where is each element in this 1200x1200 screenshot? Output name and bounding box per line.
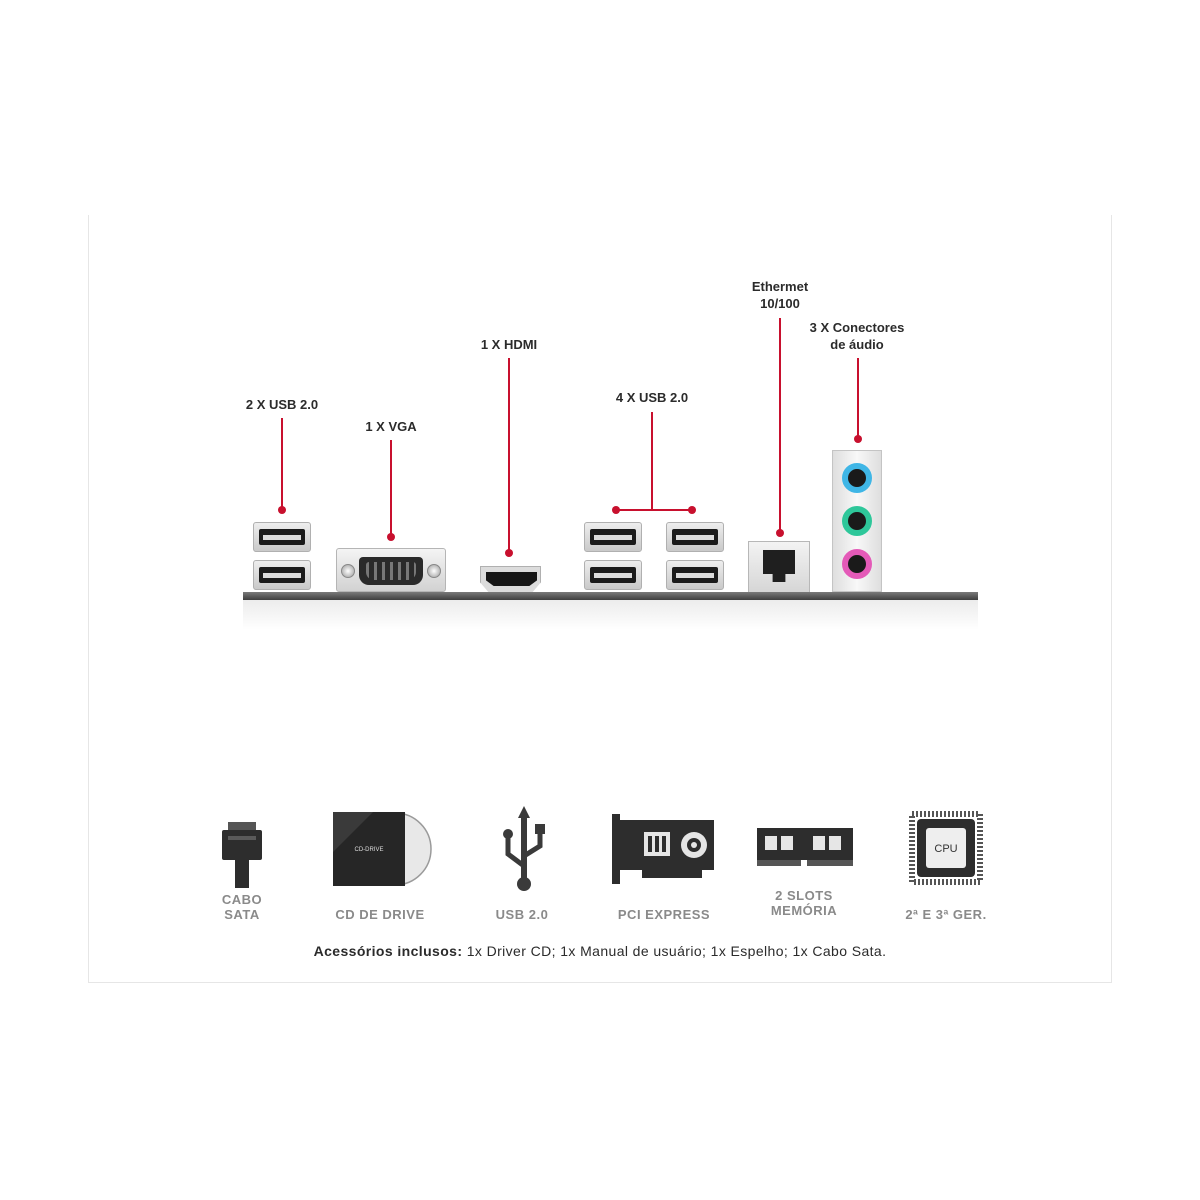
accessories-heading: Acessórios inclusos:	[313, 943, 463, 959]
dot-ethernet	[776, 529, 784, 537]
label-usb-left: 2 X USB 2.0	[245, 397, 319, 412]
audio-jack-blue	[842, 463, 872, 493]
cd-drive-label: CD-DRIVE	[354, 847, 383, 853]
dot-usb-right-a	[612, 506, 620, 514]
dot-usb-left	[278, 506, 286, 514]
label-usb-right: 4 X USB 2.0	[615, 390, 689, 405]
base-reflection	[243, 600, 978, 630]
caption-cpu-gen: 2ª E 3ª GER.	[905, 907, 987, 922]
screw-icon	[427, 564, 441, 578]
sata-cable-icon	[222, 822, 262, 888]
accessories-text: 1x Driver CD; 1x Manual de usuário; 1x E…	[462, 943, 887, 959]
leader-ethernet	[779, 318, 781, 532]
usb-port-right-2	[584, 560, 642, 590]
dot-usb-right-b	[688, 506, 696, 514]
label-vga: 1 X VGA	[365, 419, 417, 434]
vga-connector	[359, 557, 423, 585]
label-audio: 3 X Conectores de áudio	[809, 320, 905, 352]
pci-express-card-icon	[612, 814, 714, 884]
usb-port-right-4	[666, 560, 724, 590]
usb-port-left-bottom	[253, 560, 311, 590]
screw-icon	[341, 564, 355, 578]
usb-port-left-top	[253, 522, 311, 552]
cpu-label: CPU	[934, 843, 957, 855]
hdmi-port	[480, 566, 541, 593]
audio-jack-green	[842, 506, 872, 536]
caption-pci-express: PCI EXPRESS	[617, 907, 711, 922]
memory-module-icon	[757, 828, 853, 868]
hleader-usb-right	[616, 509, 692, 511]
dot-hdmi	[505, 549, 513, 557]
audio-jacks	[832, 450, 882, 592]
usb-port-right-3	[666, 522, 724, 552]
leader-hdmi	[508, 358, 510, 552]
dot-vga	[387, 533, 395, 541]
dot-audio	[854, 435, 862, 443]
io-shield-base	[243, 592, 978, 600]
leader-usb-right	[651, 412, 653, 510]
caption-usb: USB 2.0	[495, 907, 549, 922]
label-hdmi: 1 X HDMI	[480, 337, 538, 352]
leader-usb-left	[281, 418, 283, 510]
label-ethernet: Ethermet 10/100	[751, 279, 809, 311]
accessories-note: Acessórios inclusos: 1x Driver CD; 1x Ma…	[0, 943, 1200, 959]
caption-cd-drive: CD DE DRIVE	[335, 907, 425, 922]
leader-audio	[857, 358, 859, 438]
audio-jack-pink	[842, 549, 872, 579]
leader-vga	[390, 440, 392, 536]
cpu-chip-icon: CPU	[909, 811, 983, 885]
vga-port	[336, 548, 446, 592]
cd-drive-icon: CD-DRIVE	[333, 812, 432, 886]
ethernet-port	[748, 541, 810, 593]
usb-icon	[503, 806, 545, 891]
usb-port-right-1	[584, 522, 642, 552]
caption-sata: CABO SATA	[221, 892, 263, 922]
caption-memory: 2 SLOTS MEMÓRIA	[770, 888, 838, 918]
content-frame	[88, 215, 1112, 983]
